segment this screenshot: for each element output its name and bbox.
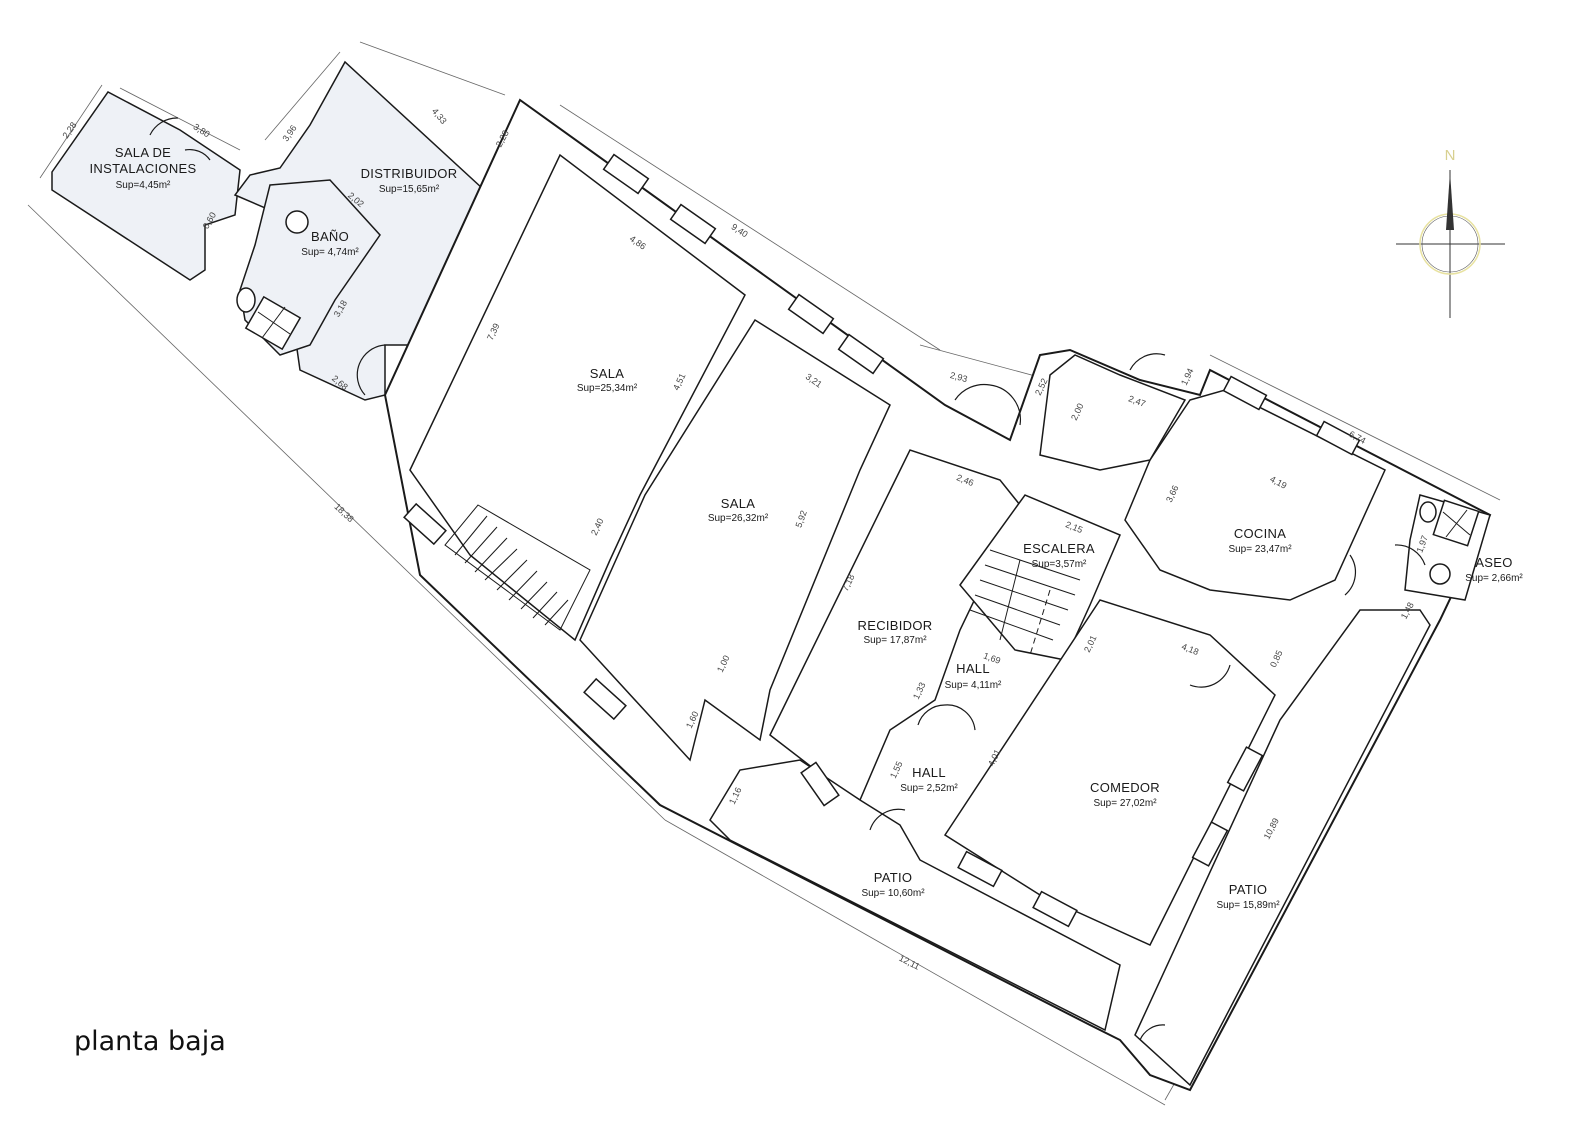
sala-1-room <box>409 153 746 642</box>
dimension-label: 18,38 <box>332 501 355 524</box>
room-label: INSTALACIONES <box>90 161 197 176</box>
page-title: planta baja <box>74 1026 226 1057</box>
sala-instalaciones-room <box>51 91 241 281</box>
fixtures <box>236 210 1480 585</box>
room-label: SALA <box>721 496 755 511</box>
room-label: DISTRIBUIDOR <box>361 166 458 181</box>
room-area: Sup=25,34m² <box>577 383 638 394</box>
room-area: Sup=4,45m² <box>116 180 171 191</box>
room-area: Sup= 10,60m² <box>861 888 925 899</box>
dimension-label: 9,40 <box>730 222 750 240</box>
room-label: PATIO <box>874 870 913 885</box>
room-area: Sup= 2,66m² <box>1465 573 1523 584</box>
compass-arrow-icon <box>1446 172 1454 230</box>
dimension-label: 2,93 <box>949 370 969 384</box>
cocina-room <box>1124 389 1386 601</box>
room-area: Sup= 27,02m² <box>1093 798 1157 809</box>
escalera-stairs <box>969 549 1081 656</box>
bano-toilet-icon <box>236 287 256 313</box>
room-label: SALA DE <box>115 145 171 160</box>
dimension-label: 3,80 <box>192 122 212 140</box>
escalera-room <box>959 494 1121 661</box>
room-label: SALA <box>590 366 624 381</box>
room-label: PATIO <box>1229 882 1268 897</box>
room-label: RECIBIDOR <box>858 618 933 633</box>
room-label: COCINA <box>1234 526 1286 541</box>
room-area: Sup= 17,87m² <box>863 635 927 646</box>
doors <box>149 117 1426 1041</box>
room-label: COMEDOR <box>1090 780 1160 795</box>
room-label: ASEO <box>1475 555 1512 570</box>
north-compass: N <box>1396 147 1505 318</box>
dimension-label: 3,96 <box>280 123 298 143</box>
sala-2-room <box>579 318 891 762</box>
windows <box>403 153 1361 928</box>
sala-stairs <box>444 504 591 631</box>
dimension-label: 12,11 <box>897 953 921 972</box>
aseo-sink-icon <box>1429 563 1451 585</box>
room-label: ESCALERA <box>1023 541 1095 556</box>
room-label: BAÑO <box>311 229 349 244</box>
room-area: Sup= 2,52m² <box>900 783 958 794</box>
room-area: Sup=26,32m² <box>708 513 769 524</box>
dimension-label: 4,33 <box>430 106 449 126</box>
room-area: Sup= 23,47m² <box>1228 544 1292 555</box>
patio-1-room <box>709 759 1121 1032</box>
cocina-annex <box>1039 354 1187 471</box>
room-area: Sup= 15,89m² <box>1216 900 1280 911</box>
dimension-label: 1,94 <box>1179 367 1195 387</box>
aseo-toilet-icon <box>1419 501 1437 523</box>
room-area: Sup=15,65m² <box>379 184 440 195</box>
room-area: Sup= 4,11m² <box>945 680 1002 691</box>
room-label: HALL <box>912 765 946 780</box>
room-area: Sup=3,57m² <box>1032 559 1087 570</box>
room-labels: SALA DE INSTALACIONES Sup=4,45m² DISTRIB… <box>90 145 1524 911</box>
room-area: Sup= 4,74m² <box>301 247 359 258</box>
bano-sink-icon <box>285 210 309 234</box>
compass-north-label: N <box>1445 147 1456 164</box>
room-label: HALL <box>956 661 990 676</box>
patio-2-room <box>1134 609 1431 1087</box>
